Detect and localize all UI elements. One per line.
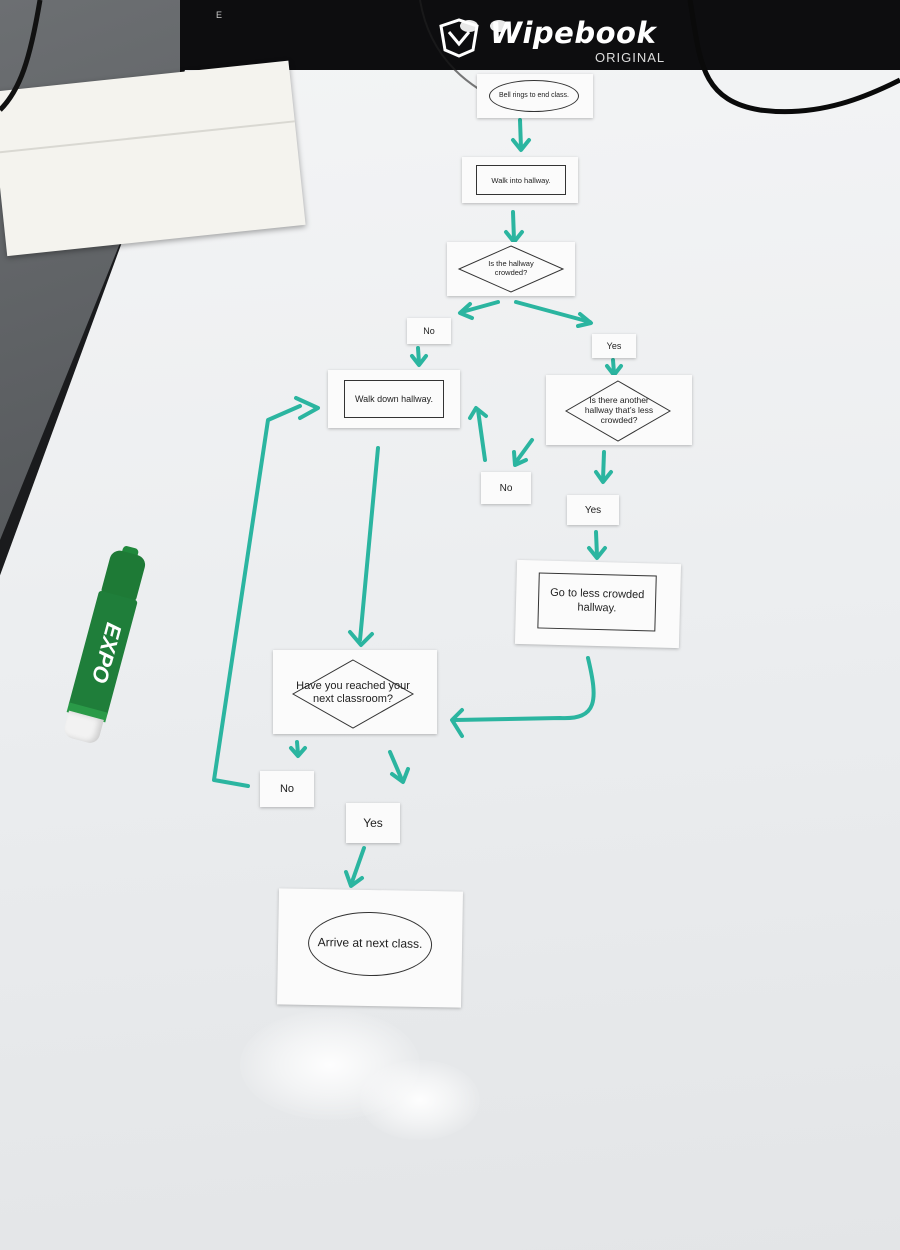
walk-down-label: Walk down hallway. xyxy=(354,393,434,404)
end-label: Arrive at next class. xyxy=(317,935,423,952)
walk-into-card: Walk into hallway. xyxy=(462,157,578,203)
no-label-card-1: No xyxy=(407,318,451,344)
walk-down-card: Walk down hallway. xyxy=(328,370,460,428)
brand-edition: ORIGINAL xyxy=(595,50,666,65)
yes-label-1: Yes xyxy=(606,341,622,351)
walk-into-label: Walk into hallway. xyxy=(491,175,551,185)
no-label-2: No xyxy=(499,482,513,494)
yes-label-card-1: Yes xyxy=(592,334,636,358)
end-card: Arrive at next class. xyxy=(277,888,463,1008)
yes-label-card-2: Yes xyxy=(567,495,619,525)
wipebook-logo-icon xyxy=(439,18,479,58)
another-question-card: Is there another hallway that’s less cro… xyxy=(546,375,692,445)
go-less-card: Go to less crowded hallway. xyxy=(514,559,682,649)
go-less-label: Go to less crowded hallway. xyxy=(550,586,645,615)
reached-decision-diamond xyxy=(291,659,415,729)
another-question-text: Is there another hallway that’s less cro… xyxy=(584,395,654,425)
start-label: Bell rings to end class. xyxy=(498,91,570,99)
brand-name: Wipebook xyxy=(490,16,657,50)
go-less-process: Go to less crowded hallway. xyxy=(537,572,657,632)
wipebook-logo: Wipebook ORIGINAL xyxy=(435,14,695,65)
corner-mark: E xyxy=(216,10,223,20)
reached-question-card: Have you reached your next classroom? xyxy=(273,650,437,734)
no-label-card-2: No xyxy=(481,472,531,504)
end-terminal: Arrive at next class. xyxy=(307,910,433,978)
no-label-1: No xyxy=(423,326,435,336)
crowded-question-card: Is the hallway crowded? xyxy=(447,242,575,296)
start-card: Bell rings to end class. xyxy=(477,74,593,118)
no-label-card-3: No xyxy=(260,771,314,807)
crowded-question-text: Is the hallway crowded? xyxy=(488,259,534,277)
start-terminal: Bell rings to end class. xyxy=(489,80,579,112)
no-label-3: No xyxy=(279,783,295,795)
yes-label-3: Yes xyxy=(363,816,383,830)
ink-arrows xyxy=(212,118,623,888)
reached-question-text: Have you reached your next classroom? xyxy=(296,680,410,705)
walk-into-process: Walk into hallway. xyxy=(476,165,566,195)
crowded-decision-diamond xyxy=(457,245,565,293)
another-decision-diamond xyxy=(564,380,672,442)
light-glare xyxy=(360,1060,480,1140)
yes-label-2: Yes xyxy=(584,504,602,516)
yes-label-card-3: Yes xyxy=(346,803,400,843)
walk-down-process: Walk down hallway. xyxy=(344,380,444,418)
